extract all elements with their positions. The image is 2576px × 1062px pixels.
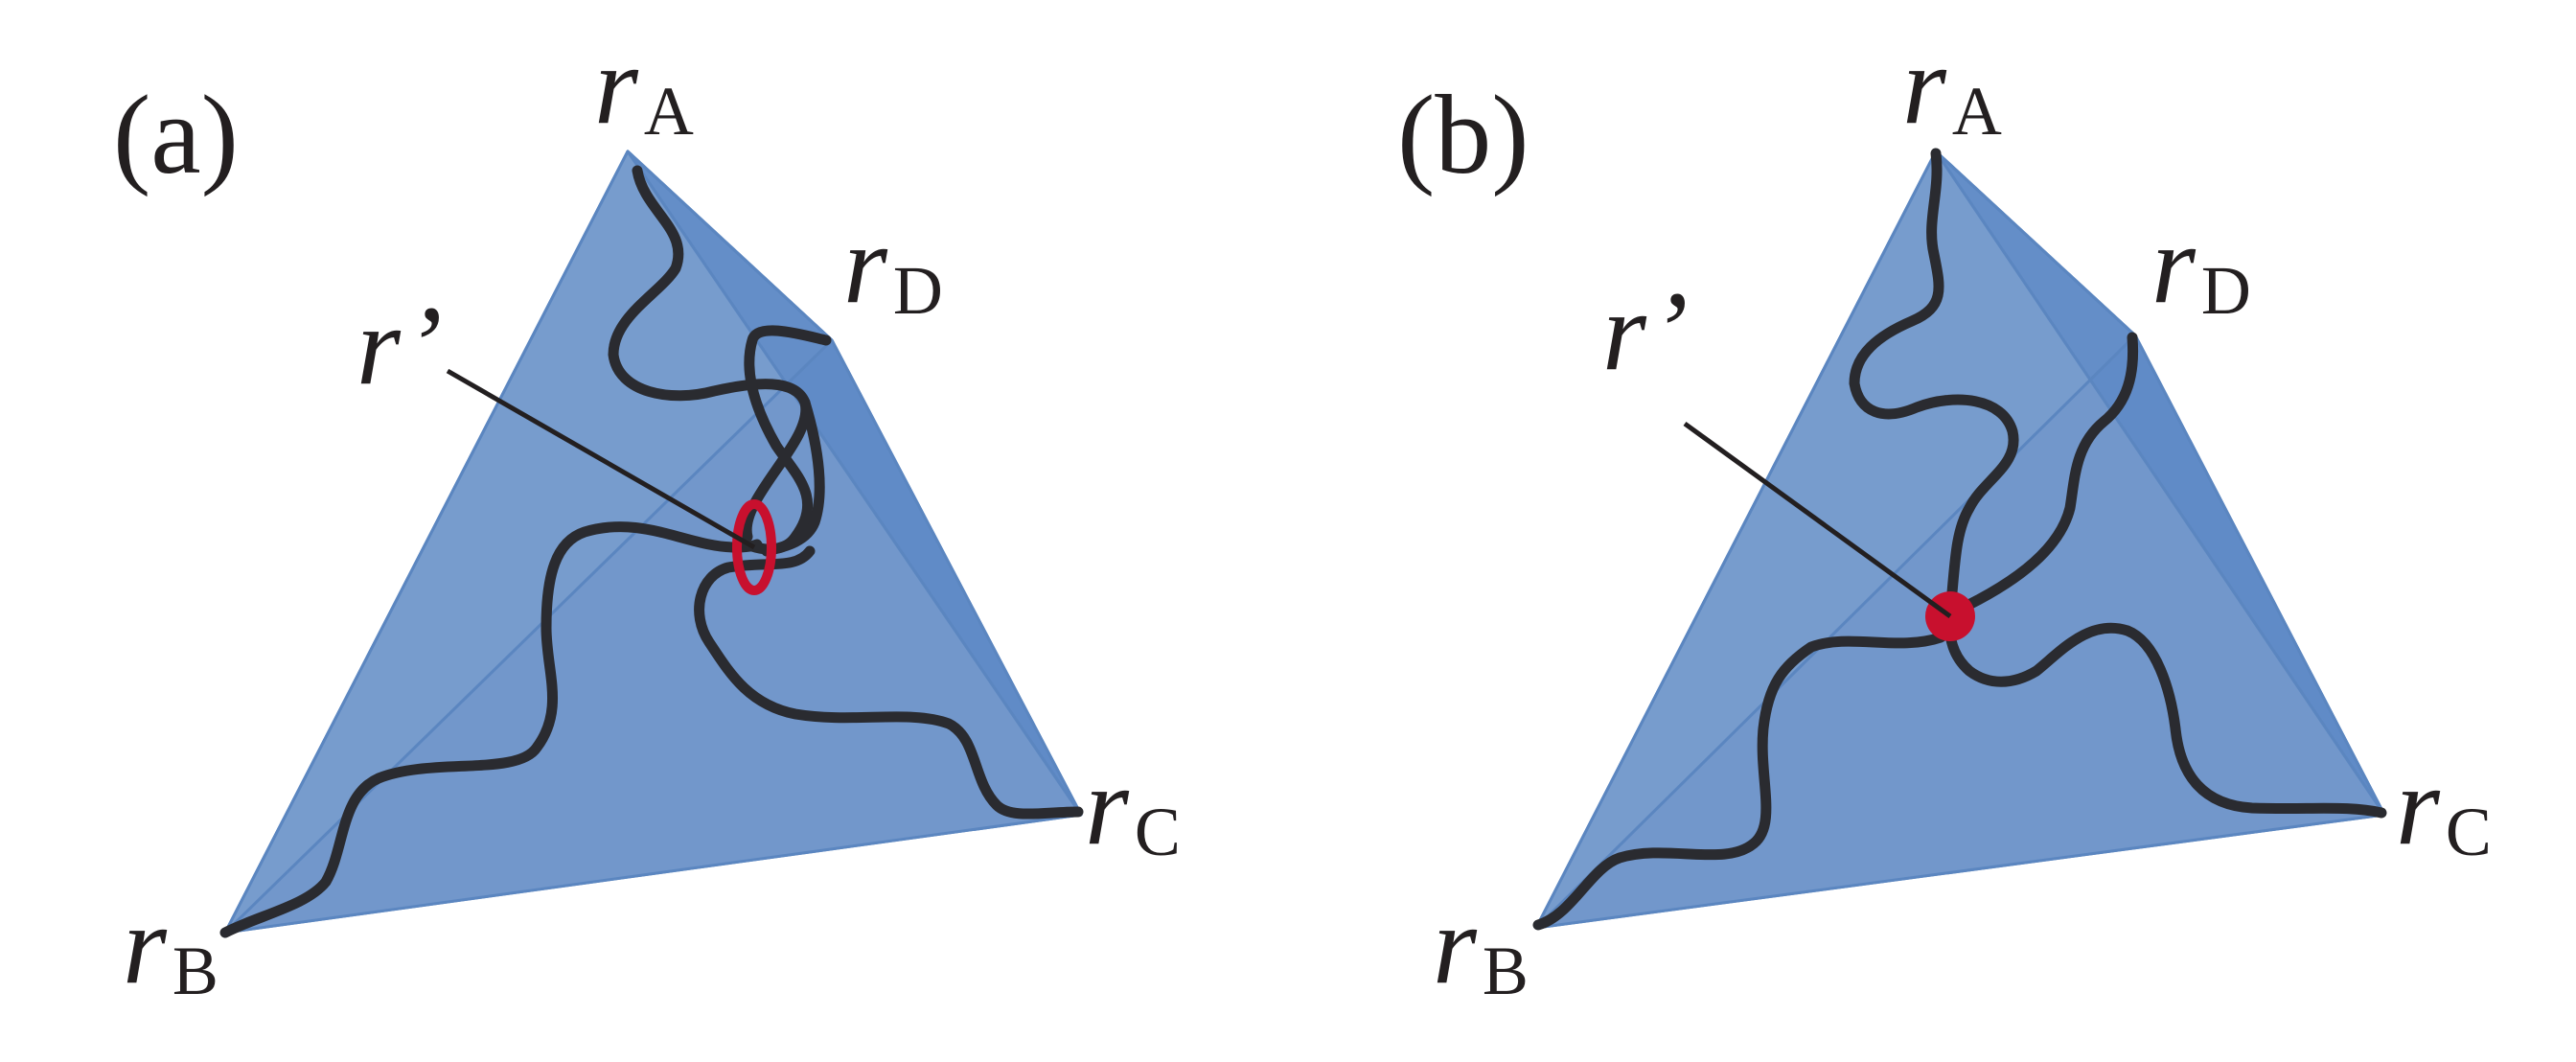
- vertex-b-D-sub: D: [2201, 252, 2251, 329]
- vertex-a-D-r: r: [843, 201, 888, 327]
- polymer-chains-a: [219, 165, 1084, 938]
- svg-text:rD: rD: [2151, 201, 2251, 329]
- vertex-a-A-sub: A: [644, 73, 694, 150]
- chain-a-inner-link: [761, 397, 825, 557]
- tetra-b-hidden-edge-cd: [2133, 335, 2386, 816]
- tetra-a-front-face: [223, 150, 1083, 935]
- vertex-label-b-A: rA: [1902, 22, 2002, 150]
- tetra-a-hidden-edge-ad: [626, 150, 834, 342]
- pointer-line-a: [446, 368, 756, 550]
- vertex-b-C-sub: C: [2446, 794, 2492, 870]
- tetra-a-hidden-edge-cd: [830, 339, 1083, 816]
- tetrahedron-a: [223, 150, 1083, 935]
- vertex-label-b-B: rB: [1433, 882, 1529, 1009]
- vertex-b-A-r: r: [1902, 22, 1947, 148]
- svg-text:rB: rB: [1433, 882, 1529, 1009]
- chain-a-from-C: [694, 545, 1084, 820]
- vertex-label-a-B: rB: [123, 882, 218, 1009]
- pointer-label-b: r’: [1602, 268, 1689, 394]
- chain-b-from-A: [1849, 148, 2019, 619]
- panel-b: (b) r’ rA rD rB rC: [1397, 22, 2492, 1009]
- vertex-b-C-r: r: [2396, 743, 2441, 868]
- vertex-a-C-r: r: [1085, 743, 1130, 868]
- svg-text:rC: rC: [1085, 743, 1181, 870]
- vertex-label-a-D: rD: [843, 201, 943, 329]
- crosslink-ring-icon-a: [732, 499, 776, 595]
- chain-b-from-D: [1949, 332, 2139, 617]
- vertex-b-B-sub: B: [1483, 933, 1529, 1009]
- panel-a-label: (a): [113, 72, 239, 197]
- vertex-a-A-r: r: [594, 22, 639, 148]
- vertex-label-a-C: rC: [1085, 743, 1181, 870]
- vertex-a-B-r: r: [123, 882, 168, 1007]
- svg-text:rC: rC: [2396, 743, 2492, 870]
- vertex-label-b-C: rC: [2396, 743, 2492, 870]
- pointer-line-b: [1683, 421, 1952, 619]
- vertex-b-B-r: r: [1433, 882, 1478, 1007]
- vertex-b-D-r: r: [2151, 201, 2196, 327]
- tetra-a-hidden-edge-bd: [223, 338, 834, 935]
- svg-text:rA: rA: [594, 22, 694, 150]
- tetra-b-hidden-edge-ad: [1934, 150, 2137, 337]
- chain-a-from-B: [219, 521, 763, 938]
- vertex-a-D-sub: D: [893, 252, 943, 329]
- vertex-a-B-sub: B: [172, 933, 218, 1009]
- pointer-label-a: r’: [356, 283, 443, 408]
- svg-text:rA: rA: [1902, 22, 2002, 150]
- panel-b-label: (b): [1397, 72, 1530, 197]
- vertex-label-a-A: rA: [594, 22, 694, 150]
- chain-a-from-A: [608, 165, 812, 543]
- vertex-label-b-D: rD: [2151, 201, 2251, 329]
- chain-b-from-B: [1532, 612, 1954, 931]
- panel-a: (a) r’ rA rD rB: [113, 22, 1181, 1009]
- vertex-b-A-sub: A: [1952, 73, 2002, 150]
- chain-b-from-C: [1944, 612, 2387, 819]
- tetra-b-hidden-edge-bd: [1534, 334, 2137, 930]
- svg-text:rD: rD: [843, 201, 943, 329]
- svg-text:rB: rB: [123, 882, 218, 1009]
- vertex-a-C-sub: C: [1135, 794, 1181, 870]
